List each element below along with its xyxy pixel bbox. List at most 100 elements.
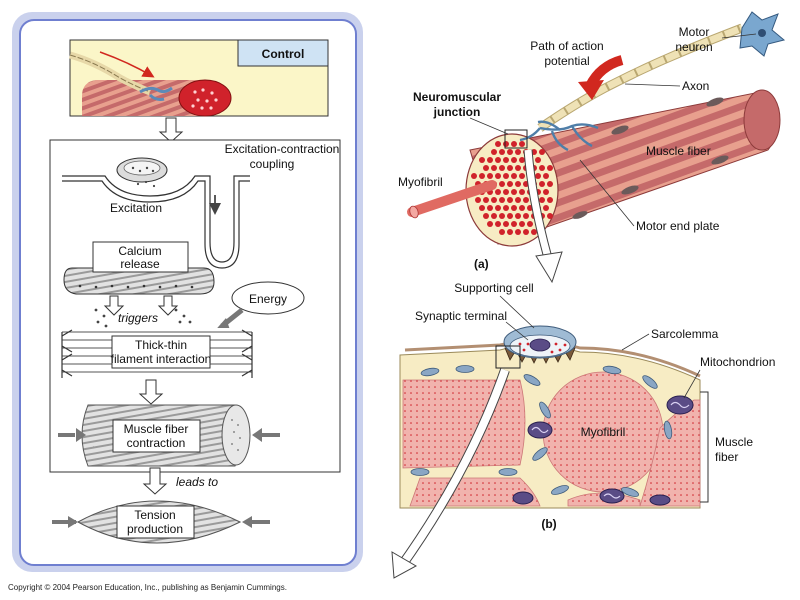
energy-label: Energy xyxy=(249,292,287,306)
supporting-cell-label: Supporting cell xyxy=(454,281,533,295)
myofibril-dot xyxy=(499,181,505,187)
mini-nerve-branches xyxy=(139,86,173,101)
nerve-terminal-branches xyxy=(519,120,599,152)
myofibril-dot xyxy=(547,165,553,171)
myofibril-dot xyxy=(499,165,505,171)
myofibril-dot xyxy=(495,157,501,163)
myofibril-dot xyxy=(507,165,513,171)
contraction-label: contraction xyxy=(127,436,186,450)
myofibril-dot xyxy=(539,197,545,203)
tension-box xyxy=(116,505,195,539)
myofibril-dot xyxy=(495,189,501,195)
myofibril-dot xyxy=(483,213,489,219)
myofibril-dot xyxy=(475,197,481,203)
axon-label: Axon xyxy=(682,79,709,93)
mini-axon xyxy=(69,51,152,96)
myofibril-dot xyxy=(523,213,529,219)
myofibril-dot xyxy=(483,165,489,171)
myofibril-dot xyxy=(499,229,505,235)
myofibril-dot xyxy=(479,173,485,179)
myofibril-dot xyxy=(507,229,513,235)
junction-label: junction xyxy=(433,105,481,119)
control-label: Control xyxy=(262,47,305,61)
myofibril-dot xyxy=(487,221,493,227)
myofibril-dot xyxy=(539,181,545,187)
filament-interaction-label: filament interaction xyxy=(111,352,212,366)
synapse-illustration xyxy=(62,157,250,269)
muscle-fiber-label: Muscle fiber xyxy=(646,144,711,158)
protruding-myofibril xyxy=(407,180,497,217)
contraction-box xyxy=(112,419,201,453)
neuron-label: neuron xyxy=(675,40,712,54)
myofibril-dot xyxy=(511,205,517,211)
production-label: production xyxy=(127,522,183,536)
release-label: release xyxy=(120,257,160,271)
myofibril-dot xyxy=(503,173,509,179)
myofibril-dot xyxy=(519,189,525,195)
calcium-arrow-right xyxy=(157,295,179,316)
muscle-fiber-label: Muscle fiber xyxy=(124,422,189,436)
fiber-label: fiber xyxy=(715,450,738,464)
myofibril-dot xyxy=(487,157,493,163)
myofibril-dot xyxy=(491,197,497,203)
myofibril-dot xyxy=(539,165,545,171)
left-flowchart-panel: Control Excitation-contraction coupling xyxy=(12,12,363,572)
myofibril-label-a: Myofibril xyxy=(398,175,443,189)
tension-label: Tension xyxy=(134,508,175,522)
myofibril-dot xyxy=(519,141,525,147)
myofibril-dot xyxy=(479,205,485,211)
myofibril-dot xyxy=(515,181,521,187)
myofibril-dot xyxy=(499,149,505,155)
hollow-arrow-3 xyxy=(142,467,168,495)
myofibril-dot xyxy=(495,221,501,227)
calcium-release-box xyxy=(92,241,189,273)
myofibril-dot xyxy=(503,205,509,211)
myofibril-dot xyxy=(507,181,513,187)
mini-muscle-fiber xyxy=(82,80,210,116)
myofibril-dot xyxy=(523,197,529,203)
synaptic-terminal-illustration xyxy=(503,325,577,364)
myofibril-dot xyxy=(515,229,521,235)
myofibril-dot xyxy=(515,149,521,155)
myofibril-dot xyxy=(511,157,517,163)
mini-fiber-cross-section xyxy=(178,79,232,117)
sarcoplasmic-reticulum xyxy=(63,267,215,295)
myofibril-dot xyxy=(487,173,493,179)
myofibril-dot xyxy=(535,157,541,163)
leads-to-label: leads to xyxy=(176,475,218,489)
myofibril-dot xyxy=(543,173,549,179)
myofibril-dot xyxy=(507,213,513,219)
small-nuclei xyxy=(410,365,673,497)
calcium-arrow-left xyxy=(103,295,125,316)
myofibril-dot xyxy=(515,213,521,219)
myofibril-dot xyxy=(511,221,517,227)
myofibril-dot xyxy=(483,197,489,203)
myofibril-dot xyxy=(519,221,525,227)
myofibril-dot xyxy=(503,189,509,195)
myofibril-dot xyxy=(511,141,517,147)
myofibril-dot xyxy=(527,221,533,227)
panel-b: Supporting cell Synaptic terminal Sarcol… xyxy=(391,281,775,579)
neuromuscular-label: Neuromuscular xyxy=(413,90,501,104)
myofibril-dot xyxy=(547,197,553,203)
myofibril-label-b: Myofibril xyxy=(581,425,626,439)
myofibril-dot xyxy=(495,205,501,211)
myofibril-dot xyxy=(543,205,549,211)
ec-coupling-line1: Excitation-contraction xyxy=(225,142,340,156)
junction-highlight-box xyxy=(504,129,528,149)
control-box: Control xyxy=(69,39,329,117)
myofibril-dot xyxy=(503,221,509,227)
myofibril-dot xyxy=(515,197,521,203)
ec-coupling-line2: coupling xyxy=(250,157,295,171)
myofibril-dot xyxy=(519,173,525,179)
myofibril-dot xyxy=(511,173,517,179)
mitochondrion-label: Mitochondrion xyxy=(700,355,775,369)
caption-b: (b) xyxy=(541,517,556,531)
myofibril-dot xyxy=(547,213,553,219)
muscle-fiber-bracket xyxy=(700,391,709,503)
calcium-label: Calcium xyxy=(118,244,161,258)
myofibril-dot xyxy=(491,165,497,171)
myofibril-dot xyxy=(499,213,505,219)
path-of-action-label: Path of action xyxy=(530,39,603,53)
myofibril-dot xyxy=(511,189,517,195)
